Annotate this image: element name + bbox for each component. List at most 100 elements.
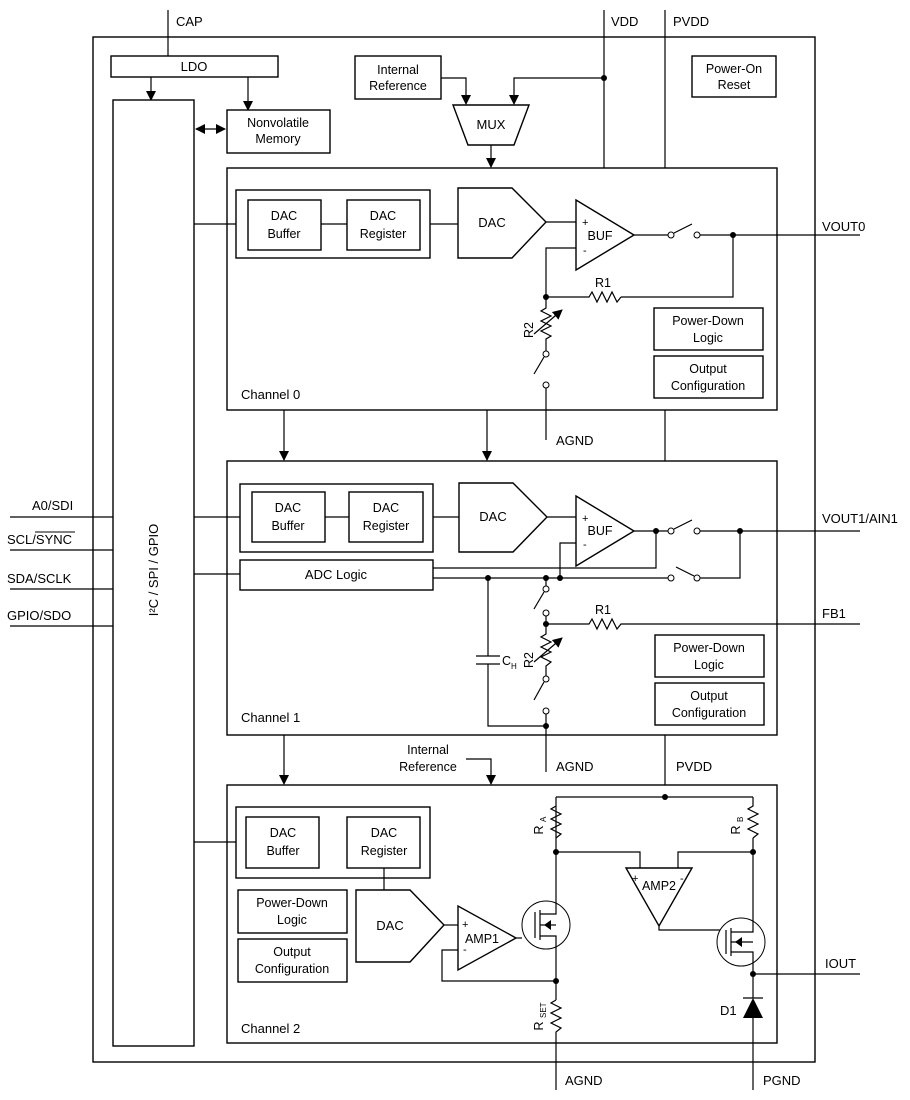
interface-label: I²C / SPI / GPIO [146,524,161,616]
channel0-title: Channel 0 [241,387,300,402]
channel1-title: Channel 1 [241,710,300,725]
ch1-agnd-label: AGND [556,759,594,774]
channel2-title: Channel 2 [241,1021,300,1036]
ch2-amp1 [457,904,518,972]
svg-text:Logic: Logic [693,331,723,345]
svg-text:H: H [511,662,517,671]
por-label-1: Power-On [706,62,762,76]
pin-scl-sync-label: SCL/SYNC [7,532,72,547]
svg-text:Power-Down: Power-Down [256,896,328,910]
svg-text:Buffer: Buffer [266,844,299,858]
internal-reference-block [354,55,442,100]
ch1-dac [458,482,548,553]
ch0-buf-amp [575,198,636,272]
svg-text:AMP1: AMP1 [465,932,499,946]
svg-text:R2: R2 [522,652,536,668]
ch2-power-down-logic [237,889,348,934]
svg-text:DAC: DAC [271,209,297,223]
svg-text:D1: D1 [720,1003,737,1018]
svg-text:Buffer: Buffer [271,519,304,533]
svg-text:R1: R1 [595,276,611,290]
svg-text:+: + [462,919,468,931]
ch1-adc-logic [239,559,434,591]
ch0-power-down-logic [653,307,764,351]
interface-block [112,99,195,1047]
svg-text:R: R [729,825,743,834]
pin-fb1-label: FB1 [822,606,846,621]
pin-vout0-label: VOUT0 [822,219,865,234]
svg-text:R1: R1 [595,603,611,617]
svg-text:B: B [736,817,745,822]
svg-text:Buffer: Buffer [267,227,300,241]
mux-block [451,104,531,146]
svg-text:DAC: DAC [371,826,397,840]
svg-text:Power-Down: Power-Down [672,314,744,328]
pin-pgnd-label: PGND [763,1073,801,1088]
ch0-dac [457,187,547,259]
ch1-dac-buffer [251,491,326,543]
svg-text:DAC: DAC [373,501,399,515]
ch2-dac-buffer [245,816,320,869]
nonvolatile-memory-block [226,109,331,154]
svg-text:Output: Output [690,689,728,703]
ch2-pvdd-label: PVDD [676,759,712,774]
svg-text:Logic: Logic [694,658,724,672]
ch1-power-down-logic [654,634,765,678]
ldo-block [110,55,279,78]
pin-gpio-sdo-label: GPIO/SDO [7,608,71,623]
svg-text:AMP2: AMP2 [642,879,676,893]
svg-text:DAC: DAC [478,215,505,230]
svg-text:DAC: DAC [275,501,301,515]
power-on-reset-block [691,55,777,98]
ch0-dac-register [346,199,421,251]
ch2-amp2 [624,867,694,928]
por-label-2: Reset [718,78,751,92]
svg-text:R2: R2 [522,322,536,338]
svg-text:Output: Output [689,362,727,376]
intref-label-2: Reference [369,79,427,93]
ch2-mosfet2 [716,917,766,967]
svg-text:Logic: Logic [277,913,307,927]
ch1-output-configuration [654,682,765,726]
svg-text:-: - [583,539,587,551]
pin-cap-label: CAP [176,14,203,29]
intref-label-1: Internal [377,63,419,77]
svg-text:-: - [583,245,587,257]
pin-a0-sdi-label: A0/SDI [32,498,73,513]
pin-vout1-ain1-label: VOUT1/AIN1 [822,511,898,526]
svg-text:Configuration: Configuration [255,962,329,976]
svg-text:Configuration: Configuration [671,379,745,393]
ch1-dac-register [348,491,424,543]
ch2-output-configuration [237,938,348,983]
svg-text:BUF: BUF [588,229,613,243]
svg-text:Register: Register [361,844,408,858]
svg-text:DAC: DAC [376,918,403,933]
ch0-agnd-label: AGND [556,433,594,448]
svg-text:ADC Logic: ADC Logic [305,567,368,582]
pin-vdd-label: VDD [611,14,638,29]
svg-text:Reference: Reference [399,760,457,774]
pin-sda-sclk-label: SDA/SCLK [7,571,72,586]
pin-pvdd-label: PVDD [673,14,709,29]
mux-label: MUX [477,117,506,132]
ch2-diode-d1 [743,998,763,1018]
svg-text:+: + [582,217,588,229]
ch0-dac-buffer [247,199,322,251]
nvm-label-1: Nonvolatile [247,116,309,130]
nvm-label-2: Memory [255,132,301,146]
svg-text:-: - [680,873,684,885]
ch0-output-configuration [653,355,764,399]
svg-text:R: R [532,825,546,834]
svg-text:Register: Register [360,227,407,241]
svg-text:Power-Down: Power-Down [673,641,745,655]
ch2-mosfet1 [521,900,571,950]
ldo-label: LDO [181,59,208,74]
svg-text:-: - [463,944,467,956]
svg-text:C: C [502,654,511,668]
svg-text:Output: Output [273,945,311,959]
ch2-dac-register [346,816,421,869]
svg-text:DAC: DAC [479,509,506,524]
svg-text:+: + [582,513,588,525]
ch2-dac [355,889,445,963]
